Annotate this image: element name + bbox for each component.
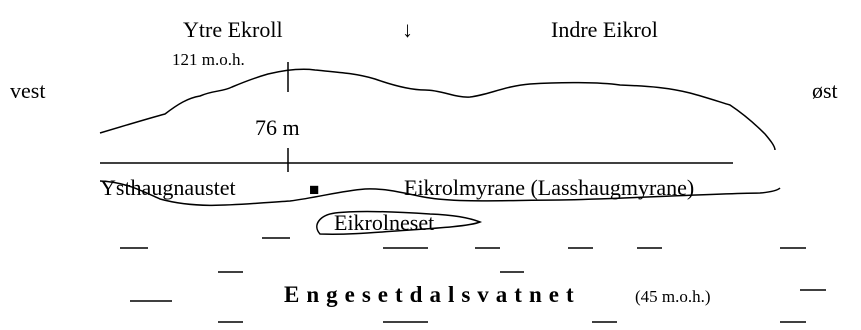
label-summit-height: 121 m.o.h. [172, 50, 245, 69]
water-dashes [120, 237, 826, 323]
label-ytre-ekroll: Ytre Ekroll [183, 17, 283, 42]
hill-profile-line [99, 68, 776, 151]
north-arrow-icon: ↓ [402, 17, 413, 42]
label-vest: vest [10, 78, 45, 103]
shoreline [99, 180, 781, 207]
label-eikrolneset: Eikrolneset [334, 210, 434, 235]
label-lake-name: Engesetdalsvatnet [284, 282, 581, 307]
label-ysthaugnaustet: Ysthaugnaustet [100, 175, 236, 200]
house-marker-icon: ■ [309, 180, 319, 199]
label-eikrolmyrane: Eikrolmyrane (Lasshaugmyrane) [404, 175, 694, 200]
eikrolneset-peninsula [316, 210, 483, 235]
label-height-diff: 76 m [255, 115, 300, 140]
label-indre-eikrol: Indre Eikrol [551, 17, 658, 42]
label-ost: øst [812, 78, 838, 103]
label-lake-height: (45 m.o.h.) [635, 287, 711, 306]
